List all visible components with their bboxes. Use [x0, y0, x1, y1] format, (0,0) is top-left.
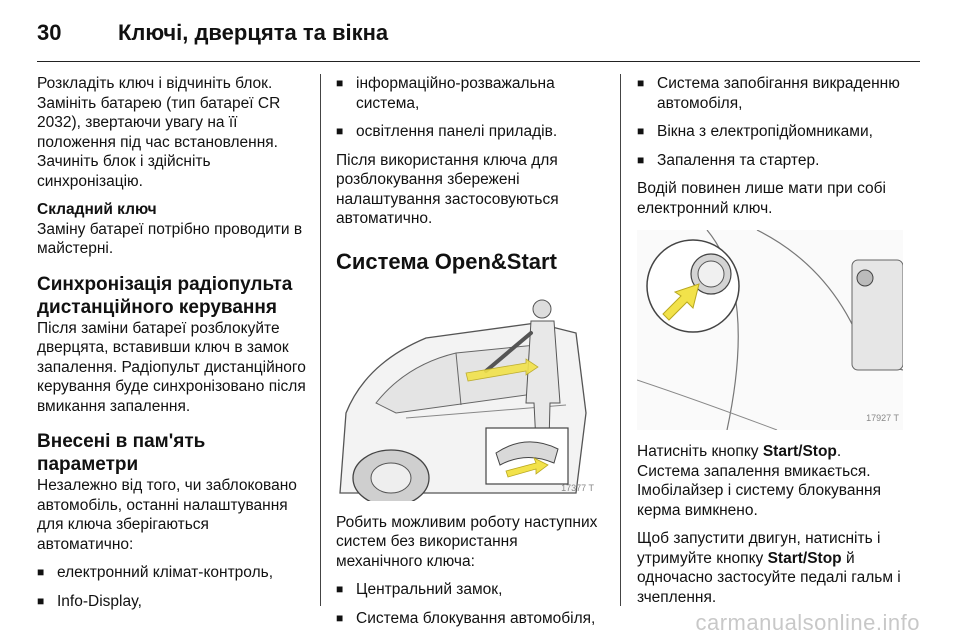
column-1: Розкладіть ключ і відчиніть блок. Заміні…: [37, 74, 309, 620]
saved-settings-heading: Внесені в пам'ять параметри: [37, 431, 206, 475]
ignition-text: Система запалення вмикається. Імобілайзе…: [637, 462, 881, 519]
list-item: Центральний замок,: [336, 580, 608, 600]
list-item: Система запобігання викраденню автомобіл…: [637, 74, 922, 113]
start-stop-illustration: [637, 230, 903, 430]
press-suffix: .: [836, 443, 842, 460]
start-stop-label: Start/Stop: [762, 443, 837, 460]
car-door-illustration: [339, 299, 587, 501]
systems-list-cont: Система запобігання викраденню автомобіл…: [637, 74, 922, 170]
header-rule: [37, 61, 920, 62]
saved-settings-list: електронний клімат-контроль, Info-Displa…: [37, 563, 309, 611]
driver-key-text: Водій повинен лише мати при собі електро…: [637, 180, 886, 217]
figure-code: 17927 T: [866, 412, 899, 423]
sync-heading: Синхронізація радіопульта дистанційного …: [37, 273, 293, 318]
no-key-text: Робить можливим роботу наступних систем …: [336, 513, 598, 570]
page-header: 30 Ключі, дверцята та вікна: [0, 0, 960, 62]
saved-settings-text: Незалежно від того, чи заблоковано автом…: [37, 477, 297, 553]
list-item: Вікна з електропідйомниками,: [637, 122, 922, 142]
list-item: Запалення та стартер.: [637, 151, 922, 171]
after-unlock-text: Після використання ключа для розблокуван…: [336, 151, 559, 228]
start-prefix: Щоб запустити двигун, натисніть і утриму…: [637, 530, 881, 567]
list-item: Info-Display,: [37, 592, 309, 612]
page-title: Ключі, дверцята та вікна: [118, 20, 389, 45]
sync-text: Після заміни батареї розблокуйте дверцят…: [37, 319, 306, 415]
figure-code: 17377 T: [561, 483, 594, 493]
start-stop-label: Start/Stop: [767, 549, 842, 567]
press-prefix: Натисніть кнопку: [637, 443, 763, 460]
site-watermark: carmanualsonline.info: [695, 610, 920, 635]
open-start-heading: Система Open&Start: [336, 248, 557, 274]
start-stop-figure: 17927 T: [637, 230, 903, 430]
start-suffix: й одночасно застосуйте педалі гальм і зч…: [637, 549, 901, 606]
start-engine-text: Щоб запустити двигун, натисніть і утриму…: [637, 529, 922, 607]
battery-intro-text: Розкладіть ключ і відчиніть блок. Заміні…: [37, 75, 281, 190]
press-start-stop-text: Натисніть кнопку Start/Stop. Система запа…: [637, 442, 922, 520]
list-item: інформаційно-розважальна система,: [336, 74, 608, 113]
complex-key-text: Заміну батареї потрібно проводити в майс…: [37, 220, 303, 258]
list-item: освітлення панелі приладів.: [336, 122, 608, 142]
list-item: Система блокування автомобіля,: [336, 609, 608, 629]
systems-list: Центральний замок, Система блокування ав…: [336, 580, 608, 628]
page-number: 30: [37, 20, 62, 45]
list-item: електронний клімат-контроль,: [37, 563, 309, 583]
column-3: Система запобігання викраденню автомобіл…: [637, 74, 922, 616]
saved-settings-list-cont: інформаційно-розважальна система, освітл…: [336, 74, 608, 142]
column-2: інформаційно-розважальна система, освітл…: [336, 74, 608, 637]
complex-key-heading: Складний ключ: [37, 201, 157, 218]
car-door-figure: 17377 T: [336, 292, 598, 501]
column-divider-1: [320, 74, 321, 606]
column-divider-2: [620, 74, 621, 606]
